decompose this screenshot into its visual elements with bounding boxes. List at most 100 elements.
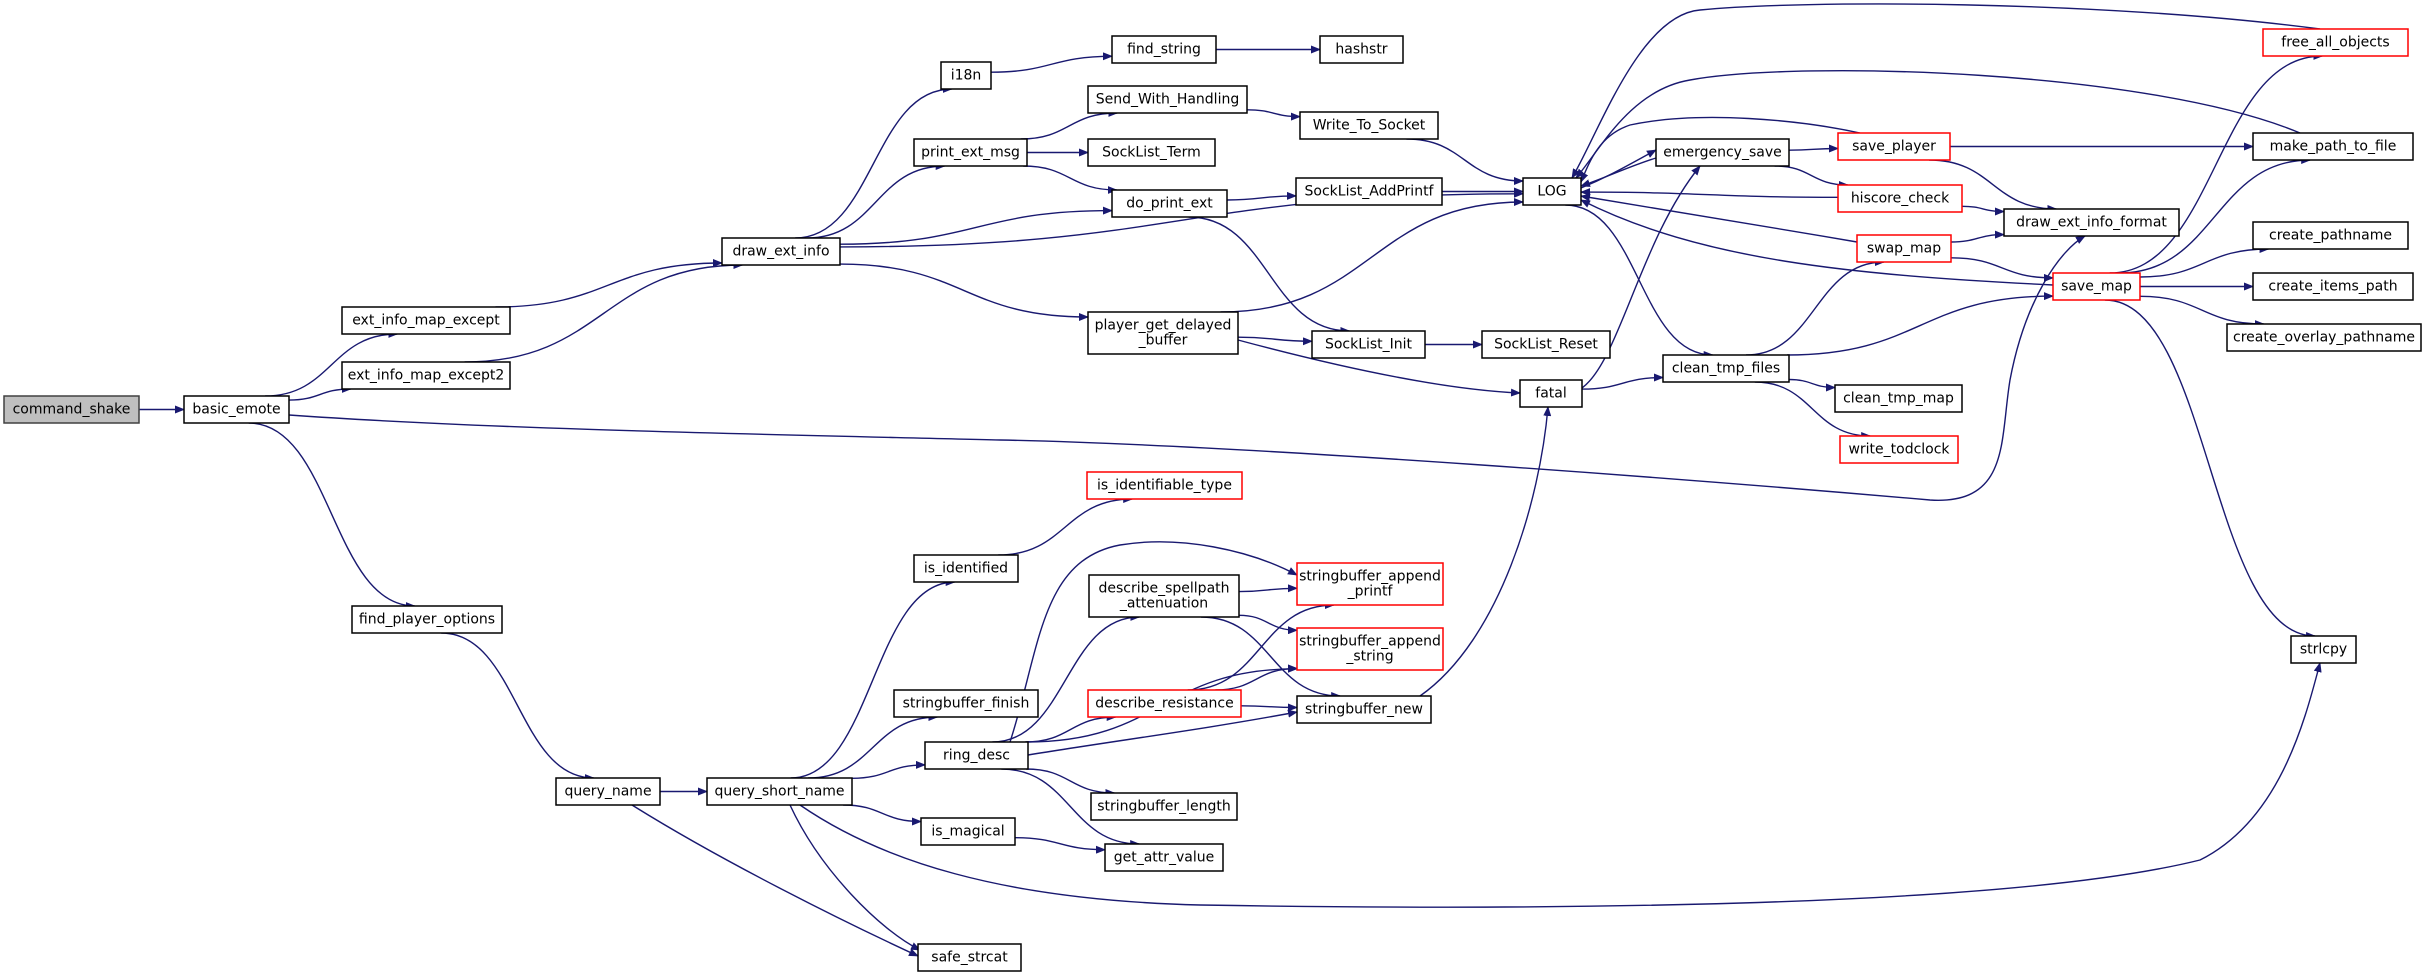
edge-do_print_ext-to-SockList_Init xyxy=(1188,216,1351,335)
node-stringbuffer-append-string[interactable]: stringbuffer_append_string xyxy=(1296,627,1444,671)
edge-Write_To_Socket-to-LOG xyxy=(1406,138,1524,185)
node-basic-emote[interactable]: basic_emote xyxy=(183,395,290,424)
node-strlcpy[interactable]: strlcpy xyxy=(2290,635,2357,664)
node-hashstr[interactable]: hashstr xyxy=(1319,35,1404,64)
node-find-string[interactable]: find_string xyxy=(1111,35,1217,64)
node-label: player_get_delayed xyxy=(1095,318,1232,334)
node-fatal[interactable]: fatal xyxy=(1519,379,1583,408)
node-box xyxy=(2252,272,2414,301)
node-socklist-reset[interactable]: SockList_Reset xyxy=(1481,330,1611,359)
edge-fatal-to-clean_tmp_files xyxy=(1581,373,1664,390)
node-draw-ext-info-format[interactable]: draw_ext_info_format xyxy=(2003,208,2180,237)
node-stringbuffer-length[interactable]: stringbuffer_length xyxy=(1090,792,1238,821)
node-save-map[interactable]: save_map xyxy=(2052,272,2141,301)
node-label: query_name xyxy=(564,784,651,800)
node-player-get-delayed-buffer[interactable]: player_get_delayed_buffer xyxy=(1087,311,1239,355)
node-log[interactable]: LOG xyxy=(1522,177,1582,206)
node-write-todclock[interactable]: write_todclock xyxy=(1839,435,1959,464)
node-save-player[interactable]: save_player xyxy=(1837,132,1951,161)
node-hiscore-check[interactable]: hiscore_check xyxy=(1837,184,1963,213)
node-label: SockList_Term xyxy=(1102,145,1201,161)
node-do-print-ext[interactable]: do_print_ext xyxy=(1111,189,1228,218)
edge-fatal-to-emergency_save xyxy=(1581,165,1701,389)
node-ext-info-map-except2[interactable]: ext_info_map_except2 xyxy=(341,361,511,390)
node-emergency-save[interactable]: emergency_save xyxy=(1655,138,1790,167)
node-label: _printf xyxy=(1347,584,1394,600)
edge-clean_tmp_files-to-clean_tmp_map xyxy=(1788,378,1836,392)
node-safe-strcat[interactable]: safe_strcat xyxy=(917,943,1022,972)
node-label: stringbuffer_append xyxy=(1299,569,1441,585)
node-box xyxy=(1856,234,1952,263)
edge-make_path_to_file-to-LOG xyxy=(1575,70,2301,179)
node-stringbuffer-finish[interactable]: stringbuffer_finish xyxy=(893,689,1039,718)
node-box xyxy=(1522,177,1582,206)
edge-save_map-to-LOG xyxy=(1580,199,2054,286)
node-socklist-init[interactable]: SockList_Init xyxy=(1311,330,1426,359)
edge-player_get_delayed_buffer-to-LOG xyxy=(1220,198,1524,313)
node-box xyxy=(1111,35,1217,64)
edge-emergency_save-to-LOG xyxy=(1580,157,1657,187)
node-find-player-options[interactable]: find_player_options xyxy=(351,605,503,634)
node-ext-info-map-except[interactable]: ext_info_map_except xyxy=(341,306,511,335)
node-box xyxy=(1087,311,1239,355)
node-create-pathname[interactable]: create_pathname xyxy=(2252,221,2409,250)
node-clean-tmp-files[interactable]: clean_tmp_files xyxy=(1662,354,1790,383)
node-label: i18n xyxy=(951,68,982,84)
edge-query_name-to-safe_strcat xyxy=(631,804,919,957)
node-print-ext-msg[interactable]: print_ext_msg xyxy=(913,138,1028,167)
node-free-all-objects[interactable]: free_all_objects xyxy=(2262,28,2409,57)
node-create-items-path[interactable]: create_items_path xyxy=(2252,272,2414,301)
node-ring-desc[interactable]: ring_desc xyxy=(924,741,1029,770)
node-label: make_path_to_file xyxy=(2270,139,2397,155)
node-is-identifiable-type[interactable]: is_identifiable_type xyxy=(1086,471,1243,500)
node-make-path-to-file[interactable]: make_path_to_file xyxy=(2252,132,2414,161)
node-box xyxy=(893,689,1039,718)
node-describe-spellpath-attenuation[interactable]: describe_spellpath_attenuation xyxy=(1088,574,1240,618)
node-label: is_identified xyxy=(924,561,1008,577)
node-label: Send_With_Handling xyxy=(1096,92,1239,108)
node-label: create_overlay_pathname xyxy=(2233,330,2415,346)
node-socklist-addprintf[interactable]: SockList_AddPrintf xyxy=(1295,177,1443,206)
node-label: find_player_options xyxy=(359,612,495,628)
node-label: stringbuffer_finish xyxy=(903,696,1030,712)
node-box xyxy=(1295,177,1443,206)
node-label: SockList_Init xyxy=(1325,337,1413,353)
edge-stringbuffer_new-to-fatal xyxy=(1419,406,1552,697)
node-send-with-handling[interactable]: Send_With_Handling xyxy=(1087,85,1248,114)
node-write-to-socket[interactable]: Write_To_Socket xyxy=(1299,111,1439,140)
node-is-identified[interactable]: is_identified xyxy=(913,554,1019,583)
node-label: save_player xyxy=(1852,139,1936,155)
edge-emergency_save-to-hiscore_check xyxy=(1774,165,1849,189)
node-is-magical[interactable]: is_magical xyxy=(920,817,1016,846)
edge-save_map-to-create_overlay_pathname xyxy=(2139,295,2265,328)
node-create-overlay-pathname[interactable]: create_overlay_pathname xyxy=(2226,323,2422,352)
edge-save_map-to-strlcpy xyxy=(2104,299,2317,640)
node-label: clean_tmp_map xyxy=(1843,391,1954,407)
node-describe-resistance[interactable]: describe_resistance xyxy=(1087,689,1242,718)
node-box xyxy=(2052,272,2141,301)
node-stringbuffer-new[interactable]: stringbuffer_new xyxy=(1296,695,1432,724)
node-label: SockList_Reset xyxy=(1494,337,1598,353)
node-get-attr-value[interactable]: get_attr_value xyxy=(1104,843,1224,872)
node-i18n[interactable]: i18n xyxy=(940,61,992,90)
node-query-short-name[interactable]: query_short_name xyxy=(706,777,853,806)
node-label: Write_To_Socket xyxy=(1313,118,1426,134)
edge-free_all_objects-to-LOG xyxy=(1571,3,2321,179)
node-command-shake[interactable]: command_shake xyxy=(3,395,140,424)
node-socklist-term[interactable]: SockList_Term xyxy=(1087,138,1216,167)
node-clean-tmp-map[interactable]: clean_tmp_map xyxy=(1834,384,1963,413)
node-box xyxy=(1319,35,1404,64)
node-swap-map[interactable]: swap_map xyxy=(1856,234,1952,263)
node-query-name[interactable]: query_name xyxy=(555,777,661,806)
edge-print_ext_msg-to-Send_With_Handling xyxy=(1020,109,1119,140)
node-box xyxy=(1481,330,1611,359)
edge-query_short_name-to-is_identified xyxy=(790,578,956,779)
node-stringbuffer-append-printf[interactable]: stringbuffer_append_printf xyxy=(1296,562,1444,606)
edge-player_get_delayed_buffer-to-SockList_Init xyxy=(1237,336,1313,346)
node-box xyxy=(1299,111,1439,140)
node-draw-ext-info[interactable]: draw_ext_info xyxy=(721,237,841,266)
edge-ring_desc-to-describe_resistance xyxy=(1025,713,1117,743)
node-box xyxy=(917,943,1022,972)
node-box xyxy=(1655,138,1790,167)
